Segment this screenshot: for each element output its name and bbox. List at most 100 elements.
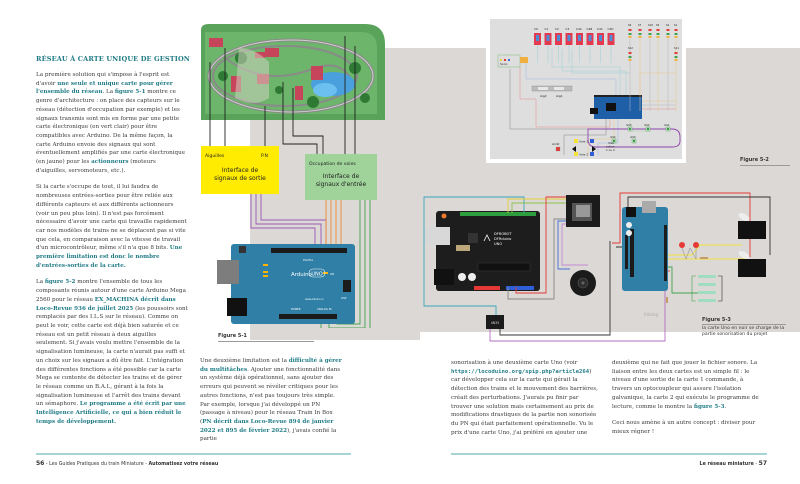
link-url[interactable]: https://locoduino.org/spip.php?article26… <box>451 368 590 375</box>
signal-lamp <box>674 33 678 35</box>
signal-lamp <box>638 36 642 38</box>
canton-detector-chip <box>588 35 592 41</box>
aig1-label: Aig1 <box>556 94 563 98</box>
board-on-label: ON <box>330 272 334 276</box>
signal-lamp <box>648 33 652 35</box>
paragraph-multitask: Une deuxième limitation est la difficult… <box>200 357 345 444</box>
left-footer: 56 - Les Guides Pratiques du train Minia… <box>36 460 219 467</box>
optocoupler-4n35: 4N35 <box>486 315 504 329</box>
page-number-56: 56 <box>36 460 45 467</box>
series-name: Les Guides Pratiques du train Miniature <box>49 462 144 467</box>
button-panel: Arrêt Voie 1 Voie 2 <box>552 139 596 157</box>
label-pn: P.N <box>261 153 268 159</box>
signal-lamp <box>666 33 670 35</box>
board-name: Arduino <box>291 272 312 278</box>
digital-label: DIGITAL <box>303 258 314 262</box>
arduino-uno-board-2 <box>622 201 668 291</box>
text-run: ) car développer cela sur la carte qui g… <box>451 368 598 436</box>
signal-lamp <box>656 36 660 38</box>
highlighted-text: difficulté à gérer du multitâches <box>200 358 342 373</box>
paragraph-sonorisation: sonorisation à une deuxième carte Uno (v… <box>451 359 599 437</box>
dfrduino-uno-board: DFROBOT DFRduino UNO <box>424 211 540 291</box>
canton-label: C4A <box>576 27 582 31</box>
signal-lamp <box>638 29 642 31</box>
canton-detector-chip <box>536 35 539 41</box>
figure-5-3-caption-rule <box>702 324 786 325</box>
paragraph-conclusion: Ceci nous amène à un autre concept : div… <box>612 419 760 436</box>
signal-lamp <box>674 36 678 38</box>
signal-lamp <box>628 52 632 54</box>
website-label: www.arduino.cc <box>305 298 325 301</box>
left-footer-rule <box>36 453 351 455</box>
signal-lamp <box>674 56 678 58</box>
text-run: montre ce genre d'architecture : on plac… <box>36 89 186 166</box>
opto-label: 4N35 <box>491 321 499 325</box>
paragraph-3: La figure 5-2 montre l'ensemble de tous … <box>36 278 188 426</box>
ils-indicator <box>632 139 636 143</box>
right-footer: Le réseau miniature - 57 <box>699 460 767 467</box>
figure-5-1-caption: Figure 5-1 <box>218 333 247 339</box>
label-aiguilles: Aiguilles <box>205 153 225 159</box>
ils-indicator <box>666 127 670 131</box>
section-name: Le réseau miniature <box>699 462 754 467</box>
canton-label: C4B <box>587 27 593 31</box>
aig2-label: Aig2 <box>540 94 547 98</box>
canton-label: C2 <box>555 27 559 31</box>
signal-lamp <box>674 59 678 61</box>
paragraph-liaison: deuxième qui ne fait que jouer le fichie… <box>612 359 760 411</box>
highlighted-text: Le programme a été écrit par une Intelli… <box>36 401 186 425</box>
voie-active-label-1: Voie <box>608 141 614 145</box>
highlighted-text: EX_MACHINA décrit dans Loco-Revue 936 de… <box>36 296 176 312</box>
voie2-label: Voie 2 <box>579 153 588 157</box>
text-run: La <box>36 279 45 286</box>
guide-title: Automatisez votre réseau <box>148 462 219 467</box>
page-number-57: 57 <box>758 460 767 467</box>
canton-label: C4D <box>608 27 614 31</box>
canton-label: C0 <box>534 27 538 31</box>
text-run: La première solution qui s'impose à l'es… <box>36 72 170 87</box>
ils-indicator <box>628 127 632 131</box>
paragraph-2: Si la carte s'occupe de tout, il lui fau… <box>36 183 188 270</box>
figure-5-3: DFROBOT DFRduino UNO 4N35 <box>423 192 771 342</box>
input-interface-box <box>305 154 377 200</box>
figure-5-1: Aiguilles P.N Interface de signaux de so… <box>201 24 385 328</box>
input-interface-title-1: Interface de <box>323 173 360 180</box>
output-interface-title-2: signaux de sortie <box>214 175 266 182</box>
ils-indicator <box>612 139 616 143</box>
text-run: sonorisation à une deuxième carte Uno (v… <box>451 360 578 366</box>
voie-active-label-3: 1 ou 2 <box>606 148 615 152</box>
train-layout-illustration <box>201 24 385 120</box>
signal-label: S10 <box>648 23 653 27</box>
right-footer-rule <box>451 453 767 455</box>
signal-lamp <box>628 29 632 31</box>
figure-5-1-caption-rule <box>218 341 314 342</box>
ils-label: ILS3 <box>626 123 632 127</box>
sono-module: Sono <box>497 54 528 68</box>
signal-lamp <box>674 29 678 31</box>
figure-5-2-wires <box>509 49 676 157</box>
signal-label: S11 <box>674 46 679 50</box>
signal-lamp <box>656 33 660 35</box>
output-interface-title-1: Interface de <box>222 167 259 174</box>
signal-lamp <box>666 36 670 38</box>
signal-label: S5 <box>656 23 660 27</box>
text-run: . <box>724 403 727 410</box>
canton-detector-chip <box>557 35 560 41</box>
output-interface-box <box>201 146 279 194</box>
label-occupation: Occupation de voies <box>309 161 356 167</box>
signal-lamp <box>638 33 642 35</box>
text-run: Si la carte s'occupe de tout, il lui fau… <box>36 184 187 252</box>
highlighted-text: PN décrit dans Loco-Revue 894 de janvier… <box>200 418 334 434</box>
mp3-player-module <box>566 195 600 227</box>
highlighted-text: une seule et unique carte pour gérer l'e… <box>36 80 173 96</box>
left-column-text: La première solution qui s'impose à l'es… <box>36 71 188 434</box>
sensor-wires <box>209 36 356 154</box>
voie1-label: Voie 1 <box>579 140 588 144</box>
paragraph-1: La première solution qui s'impose à l'es… <box>36 71 188 175</box>
ils-label: ILS0 <box>630 135 636 139</box>
ils-label: ILS4 <box>610 135 616 139</box>
figure-5-3-subcaption: la carte Uno en noir se charge de la par… <box>702 326 785 338</box>
power-label: POWER <box>291 307 301 311</box>
